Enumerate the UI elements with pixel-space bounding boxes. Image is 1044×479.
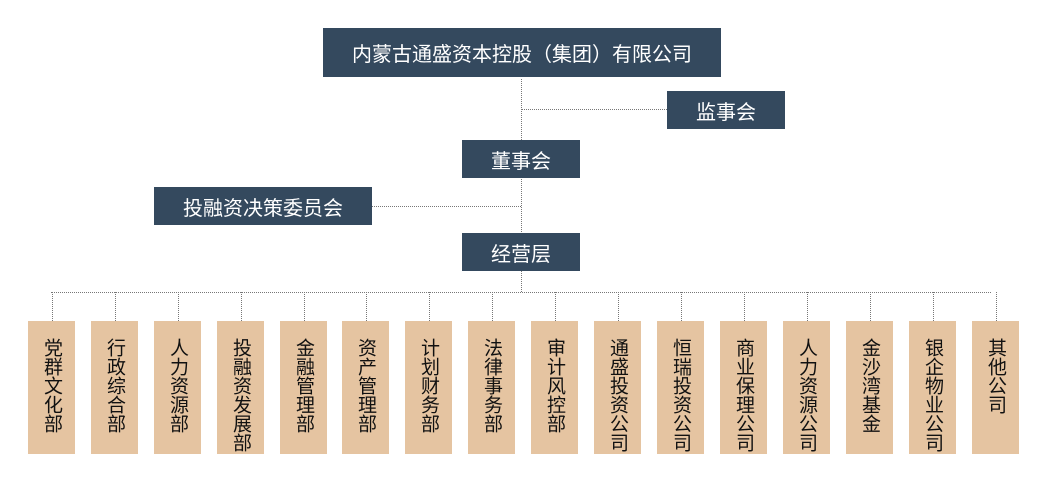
department-label: 人力资源公司 — [796, 338, 818, 452]
department-box-2: 人力资源部 — [154, 321, 201, 454]
department-label: 银企物业公司 — [922, 338, 944, 452]
department-drop-line — [996, 292, 997, 321]
department-label: 金沙湾基金 — [859, 338, 881, 433]
department-box-4: 金融管理部 — [280, 321, 327, 454]
supervisory-connector-line — [521, 109, 667, 110]
supervisory-board-label: 监事会 — [696, 99, 756, 124]
department-label: 商业保理公司 — [733, 338, 755, 452]
company-box: 内蒙古通盛资本控股（集团）有限公司 — [323, 28, 721, 77]
department-drop-line — [618, 292, 619, 321]
management-box: 经营层 — [462, 233, 580, 271]
department-drop-line — [52, 292, 53, 321]
company-name: 内蒙古通盛资本控股（集团）有限公司 — [352, 42, 692, 66]
department-label: 通盛投资公司 — [607, 338, 629, 452]
department-drop-line — [933, 292, 934, 321]
department-label: 人力资源部 — [167, 338, 189, 433]
department-drop-line — [492, 292, 493, 321]
department-box-9: 通盛投资公司 — [594, 321, 641, 454]
committee-connector-line — [372, 206, 521, 207]
department-bus-line — [51, 292, 991, 293]
department-drop-line — [115, 292, 116, 321]
department-drop-line — [429, 292, 430, 321]
department-label: 行政综合部 — [104, 338, 126, 433]
department-box-6: 计划财务部 — [405, 321, 452, 454]
department-drop-line — [304, 292, 305, 321]
department-label: 金融管理部 — [293, 338, 315, 433]
department-drop-line — [366, 292, 367, 321]
department-drop-line — [681, 292, 682, 321]
department-box-10: 恒瑞投资公司 — [657, 321, 704, 454]
management-label: 经营层 — [491, 241, 551, 266]
board-label: 董事会 — [491, 148, 551, 173]
department-label: 党群文化部 — [41, 338, 63, 433]
department-box-7: 法律事务部 — [468, 321, 515, 454]
department-drop-line — [178, 292, 179, 321]
department-drop-line — [241, 292, 242, 321]
board-box: 董事会 — [462, 140, 580, 178]
department-box-15: 其他公司 — [972, 321, 1019, 454]
department-label: 法律事务部 — [481, 338, 503, 433]
department-box-5: 资产管理部 — [342, 321, 389, 454]
investment-committee-label: 投融资决策委员会 — [183, 195, 343, 220]
department-drop-line — [744, 292, 745, 321]
department-box-12: 人力资源公司 — [783, 321, 830, 454]
department-label: 恒瑞投资公司 — [670, 338, 692, 452]
department-box-0: 党群文化部 — [28, 321, 75, 454]
department-box-14: 银企物业公司 — [909, 321, 956, 454]
department-label: 审计风控部 — [544, 338, 566, 433]
department-label: 其他公司 — [985, 338, 1007, 414]
department-drop-line — [807, 292, 808, 321]
department-label: 计划财务部 — [418, 338, 440, 433]
department-box-8: 审计风控部 — [531, 321, 578, 454]
investment-committee-box: 投融资决策委员会 — [154, 187, 372, 225]
department-box-3: 投融资发展部 — [217, 321, 264, 454]
department-box-13: 金沙湾基金 — [846, 321, 893, 454]
department-drop-line — [555, 292, 556, 321]
department-label: 投融资发展部 — [230, 338, 252, 452]
department-drop-line — [870, 292, 871, 321]
department-label: 资产管理部 — [355, 338, 377, 433]
department-box-11: 商业保理公司 — [720, 321, 767, 454]
department-box-1: 行政综合部 — [91, 321, 138, 454]
main-trunk-line — [521, 79, 522, 292]
supervisory-board-box: 监事会 — [667, 91, 785, 129]
